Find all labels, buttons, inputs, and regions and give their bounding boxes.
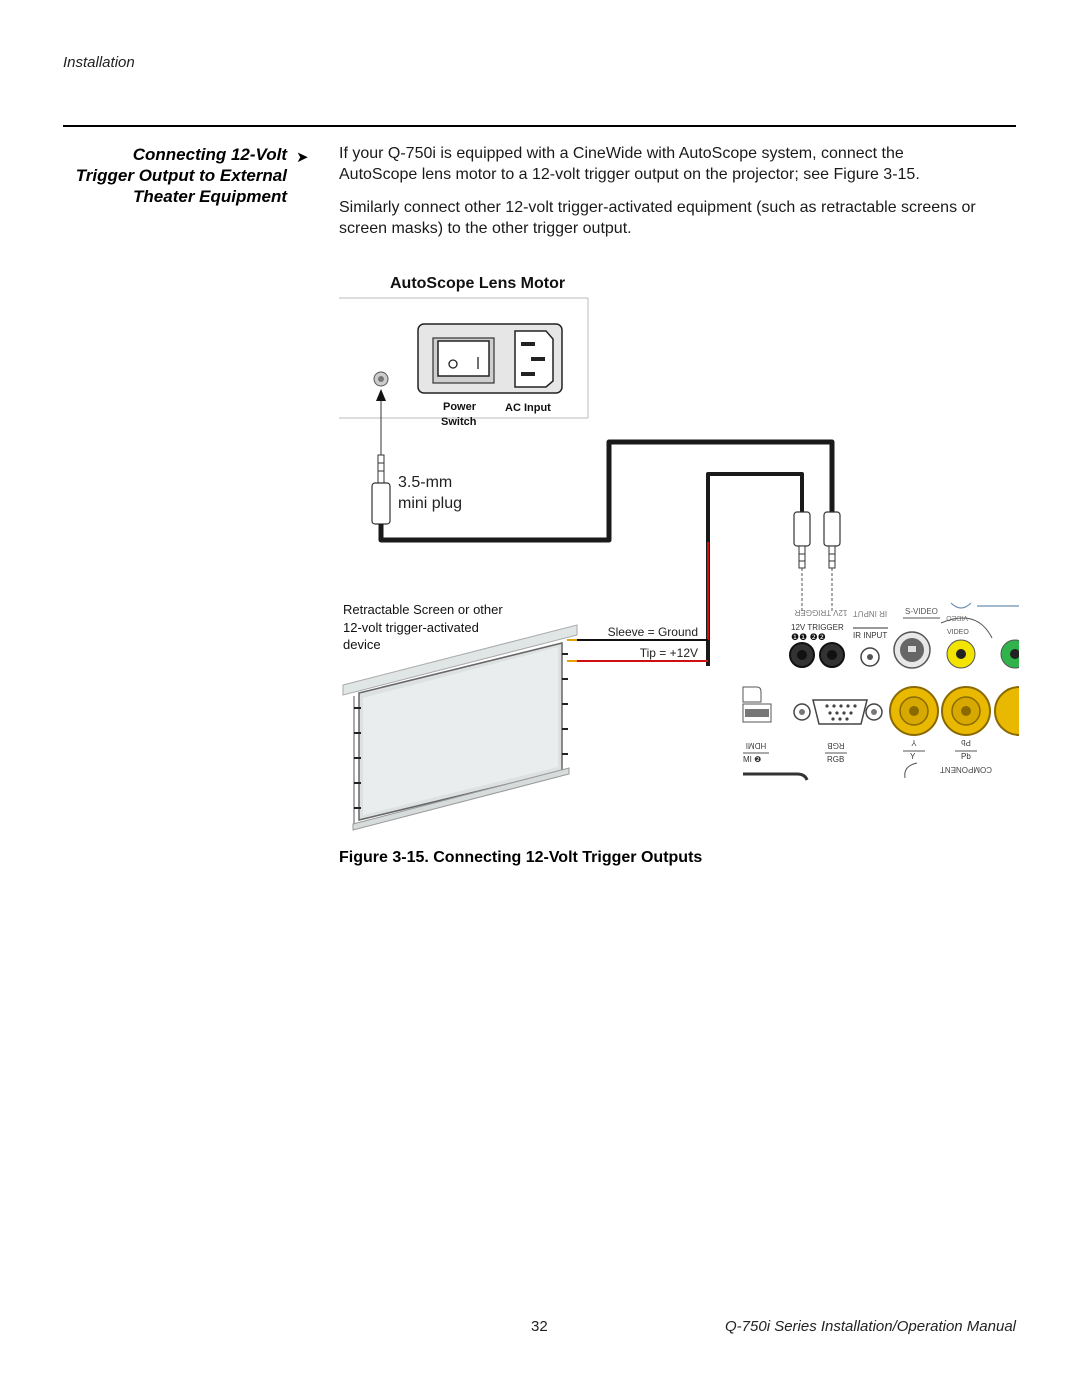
video-label-mirrored: VIDEO	[946, 614, 968, 621]
paragraph-2-line-2: screen masks) to the other trigger outpu…	[339, 220, 632, 237]
motor-cable	[378, 439, 835, 543]
ac-input-label: AC Input	[505, 402, 551, 414]
rgb-label: RGB	[827, 755, 844, 764]
screen-label-line-3: device	[343, 637, 381, 652]
rgb-label-mirrored: RGB	[827, 741, 844, 750]
ir-input-label: IR INPUT	[853, 631, 887, 640]
ir-input-mirrored: IR INPUT	[853, 609, 887, 618]
screen-label-line-2: 12-volt trigger-activated	[343, 620, 479, 635]
screen-wires	[567, 542, 709, 662]
retractable-screen-icon	[342, 624, 578, 831]
trigger-plug-2-icon	[823, 511, 841, 613]
trigger-label: 12V TRIGGER	[791, 623, 844, 632]
trigger-numbers: ❶❶ ❷❷	[791, 632, 826, 642]
header-rule	[63, 125, 1016, 127]
motor-jack-icon	[373, 371, 389, 387]
plug-label-line-1: 3.5-mm	[398, 474, 452, 491]
paragraph-1: If your Q-750i is equipped with a CineWi…	[339, 143, 1029, 185]
y-label-mirrored: Y	[911, 738, 917, 747]
running-header: Installation	[63, 54, 135, 71]
paragraph-1-line-2: AutoScope lens motor to a 12-volt trigge…	[339, 166, 920, 183]
section-heading-line-3: Theater Equipment	[133, 187, 287, 206]
hdmi-label: HDMI	[746, 741, 766, 750]
video-label: VIDEO	[947, 629, 969, 636]
screen-label-line-1: Retractable Screen or other	[343, 602, 503, 617]
motor-title: AutoScope Lens Motor	[390, 275, 565, 292]
sleeve-label: Sleeve = Ground	[608, 625, 698, 639]
manual-title: Q-750i Series Installation/Operation Man…	[725, 1318, 1016, 1335]
svideo-label: S-VIDEO	[905, 607, 938, 616]
arrow-bullet-icon: ➤	[296, 149, 309, 166]
power-switch-label-line-2: Switch	[441, 416, 477, 428]
plug-label-line-2: mini plug	[398, 495, 462, 512]
projector-panel: 12V TRIGGER 12V TRIGGER ❶❶ ❷❷ IR INPUT I…	[742, 602, 1019, 781]
tip-label: Tip = +12V	[640, 646, 698, 660]
power-switch-icon	[448, 357, 479, 369]
figure-caption: Figure 3-15. Connecting 12-Volt Trigger …	[339, 849, 703, 866]
section-heading: Connecting 12-Volt Trigger Output to Ext…	[40, 144, 287, 207]
screen-cable	[706, 472, 804, 666]
section-heading-line-1: Connecting 12-Volt	[132, 145, 287, 164]
pb-label: Pb	[961, 752, 971, 761]
paragraph-2-line-1: Similarly connect other 12-volt trigger-…	[339, 199, 976, 216]
hdmi-sub-label: MI ❷	[743, 755, 761, 764]
power-switch-label-line-1: Power	[443, 401, 477, 413]
paragraph-1-line-1: If your Q-750i is equipped with a CineWi…	[339, 145, 904, 162]
trigger-plug-1-icon	[793, 511, 811, 613]
ac-input-icon	[514, 330, 554, 388]
paragraph-2: Similarly connect other 12-volt trigger-…	[339, 197, 1029, 239]
page-number: 32	[531, 1318, 548, 1335]
component-label: COMPONENT	[940, 765, 992, 774]
trigger-label-mirrored: 12V TRIGGER	[794, 608, 847, 617]
mini-plug-icon	[371, 454, 391, 525]
arrow-up-icon	[376, 389, 386, 401]
connection-diagram: AutoScope Lens Motor Power Switch AC Inp…	[339, 275, 1019, 831]
y-label: Y	[910, 752, 916, 761]
section-heading-line-2: Trigger Output to External	[75, 166, 287, 185]
pb-label-mirrored: Pb	[961, 738, 971, 747]
